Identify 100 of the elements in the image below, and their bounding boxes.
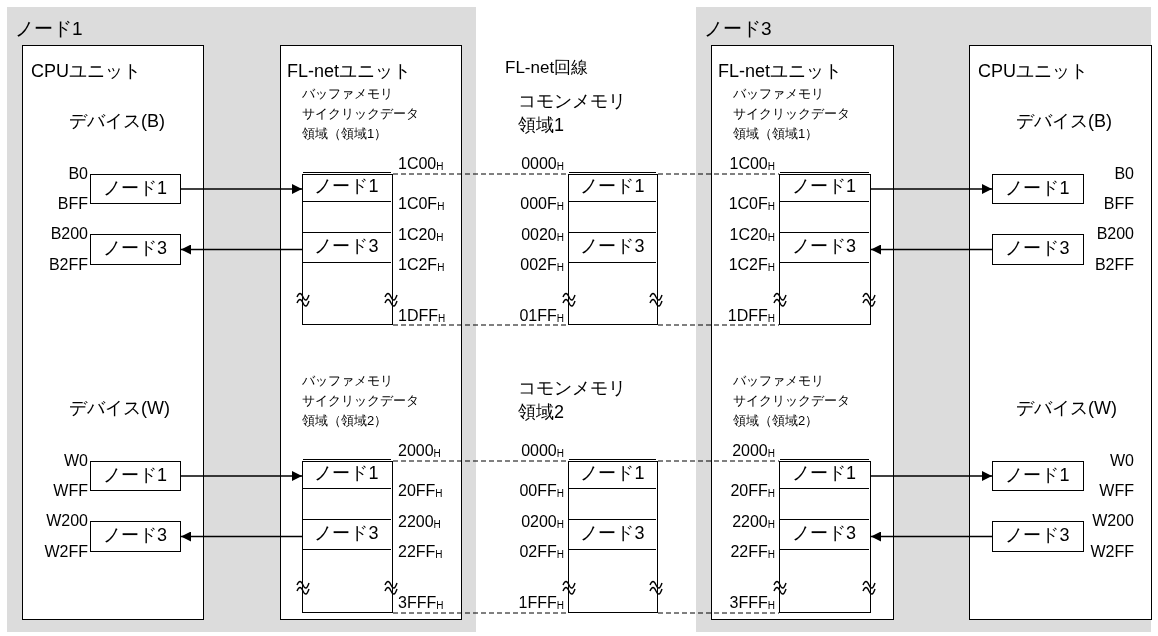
node-band: [696, 7, 1151, 632]
memory-address: 1C0F$_{H}$: [398, 194, 445, 214]
correspondence-line: [392, 612, 569, 614]
arrow: [870, 531, 993, 542]
memory-address: 2000$_{H}$: [732, 441, 775, 461]
arrow: [870, 471, 993, 481]
memory-heading: バッファメモリサイクリックデータ領域（領域2）: [302, 372, 420, 430]
memory-row: ノード1: [569, 172, 656, 202]
device-cell: ノード1: [89, 460, 181, 491]
device-address: B0: [1114, 164, 1134, 184]
band-title: ノード3: [704, 17, 773, 41]
device-cell: ノード1: [89, 173, 181, 204]
arrow: [180, 244, 303, 255]
device-cell: ノード1: [991, 173, 1084, 204]
device-heading: デバイス(W): [69, 397, 171, 420]
device-address: W0: [1110, 451, 1134, 471]
device-heading: デバイス(W): [1016, 397, 1118, 420]
memory-address: 2200$_{H}$: [398, 512, 441, 532]
device-address: B0: [68, 164, 88, 184]
device-address: W200: [46, 511, 88, 531]
memory-address: 0200$_{H}$: [521, 512, 564, 532]
unit-box: [22, 45, 204, 620]
device-cell: ノード3: [89, 520, 181, 552]
correspondence-line: [392, 173, 569, 175]
arrow: [180, 184, 303, 194]
device-address: W200: [1092, 511, 1134, 531]
memory-address: 22FF$_{H}$: [730, 542, 775, 562]
unit-title: CPUユニット: [978, 60, 1089, 83]
memory-address: 002F$_{H}$: [520, 255, 564, 275]
arrow: [180, 471, 303, 481]
correspondence-line: [657, 173, 780, 175]
memory-row: ノード3: [779, 231, 869, 263]
memory-address: 0000$_{H}$: [521, 441, 564, 461]
device-address: W0: [64, 451, 88, 471]
correspondence-line: [657, 612, 780, 614]
device-address: B2FF: [1094, 255, 1134, 275]
correspondence-line: [657, 460, 780, 462]
memory-address: 0000$_{H}$: [521, 154, 564, 174]
memory-address: 2000$_{H}$: [398, 441, 441, 461]
device-address: BFF: [1103, 194, 1134, 214]
arrow: [870, 184, 993, 194]
memory-row: ノード3: [569, 519, 656, 550]
correspondence-line: [657, 324, 780, 326]
memory-address: 1DFF$_{H}$: [398, 306, 446, 326]
memory-address: 1C00$_{H}$: [398, 154, 444, 174]
unit-title: FL-netユニット: [718, 60, 844, 83]
memory-address: 1C2F$_{H}$: [398, 255, 445, 275]
memory-address: 00FF$_{H}$: [519, 481, 564, 501]
device-address: WFF: [53, 481, 88, 501]
arrow: [870, 244, 993, 255]
memory-address: 2200$_{H}$: [732, 512, 775, 532]
unit-box: [969, 45, 1152, 620]
memory-row: ノード3: [302, 518, 391, 550]
memory-address: 1DFF$_{H}$: [727, 306, 775, 326]
device-address: WFF: [1099, 481, 1134, 501]
device-address: BFF: [57, 194, 88, 214]
device-address: W2FF: [44, 542, 88, 562]
memory-address: 1FFF$_{H}$: [518, 593, 564, 613]
device-cell: ノード3: [991, 233, 1084, 265]
device-address: W2FF: [1090, 542, 1134, 562]
memory-address: 3FFF$_{H}$: [398, 593, 444, 613]
band-title: ノード1: [15, 17, 84, 41]
device-address: B200: [1096, 224, 1134, 244]
unit-box: [280, 45, 462, 620]
device-cell: ノード3: [991, 520, 1084, 552]
memory-row: ノード3: [779, 518, 869, 550]
unit-title: FL-netユニット: [287, 60, 413, 83]
unit-title: CPUユニット: [31, 60, 142, 83]
memory-row: ノード3: [302, 231, 391, 263]
memory-address: 1C0F$_{H}$: [728, 194, 775, 214]
memory-row: ノード3: [569, 232, 656, 263]
memory-address: 000F$_{H}$: [520, 194, 564, 214]
memory-heading: コモンメモリ領域1: [518, 90, 627, 137]
memory-address: 1C2F$_{H}$: [728, 255, 775, 275]
memory-heading: バッファメモリサイクリックデータ領域（領域1）: [733, 85, 851, 143]
correspondence-line: [392, 324, 569, 326]
memory-heading: バッファメモリサイクリックデータ領域（領域1）: [302, 85, 420, 143]
memory-row: ノード1: [779, 458, 869, 489]
device-address: B2FF: [48, 255, 88, 275]
memory-address: 1C20$_{H}$: [729, 225, 775, 245]
memory-row: ノード1: [569, 459, 656, 489]
device-cell: ノード3: [89, 233, 181, 265]
memory-address: 3FFF$_{H}$: [729, 593, 775, 613]
memory-row: ノード1: [302, 171, 391, 202]
memory-address: 01FF$_{H}$: [519, 306, 564, 326]
arrow: [180, 531, 303, 542]
memory-address: 1C20$_{H}$: [398, 225, 444, 245]
memory-heading: バッファメモリサイクリックデータ領域（領域2）: [733, 372, 851, 430]
memory-address: 20FF$_{H}$: [730, 481, 775, 501]
memory-address: 02FF$_{H}$: [519, 542, 564, 562]
device-address: B200: [50, 224, 88, 244]
memory-row: ノード1: [302, 458, 391, 489]
device-heading: デバイス(B): [69, 110, 166, 133]
device-cell: ノード1: [991, 460, 1084, 491]
memory-address: 20FF$_{H}$: [398, 481, 443, 501]
memory-address: 22FF$_{H}$: [398, 542, 443, 562]
correspondence-line: [392, 460, 569, 462]
unit-box: [711, 45, 894, 620]
line-title: FL-net回線: [505, 57, 589, 79]
memory-address: 1C00$_{H}$: [729, 154, 775, 174]
